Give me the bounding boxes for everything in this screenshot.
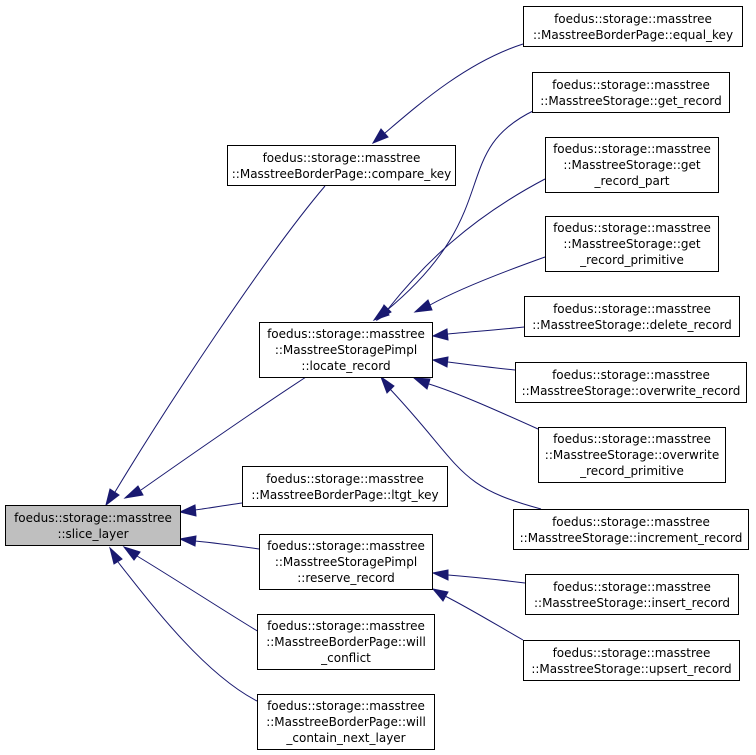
edge-upsert_record-to-reserve_record [431,588,524,641]
node-insert-record-line-1: foedus::storage::masstree [553,579,711,594]
node-equal-key-line-1: foedus::storage::masstree [554,11,712,26]
node-get-record-part-line-1: foedus::storage::masstree [553,142,711,156]
node-locate-record-line-3: ::locate_record [301,359,391,373]
node-will-contain-next-layer[interactable]: foedus::storage::masstree ::MasstreeBord… [257,694,435,750]
node-overwrite-record[interactable]: foedus::storage::masstree ::MasstreeStor… [515,362,747,403]
node-increment-record-line-2: ::MasstreeStorage::increment_record [519,530,743,545]
node-will-conflict-line-2: ::MasstreeBorderPage::will [266,635,426,649]
node-overwrite-record-line-1: foedus::storage::masstree [552,367,710,382]
node-reserve-record-line-2: ::MasstreeStoragePimpl [274,555,418,569]
node-get-record[interactable]: foedus::storage::masstree ::MasstreeStor… [532,72,730,113]
node-compare-key-line-1: foedus::storage::masstree [262,150,421,165]
node-will-conflict-line-3: _conflict [321,651,371,665]
node-insert-record[interactable]: foedus::storage::masstree ::MasstreeStor… [525,574,739,615]
node-delete-record-line-2: ::MasstreeStorage::delete_record [532,317,732,332]
node-compare-key[interactable]: foedus::storage::masstree ::MasstreeBord… [227,145,456,186]
edge-equal_key-to-compare_key [371,43,524,144]
node-locate-record[interactable]: foedus::storage::masstree ::MasstreeStor… [259,322,433,378]
node-locate-record-line-1: foedus::storage::masstree [267,327,425,341]
edge-delete_record-to-locate_record [431,326,525,341]
node-insert-record-line-2: ::MasstreeStorage::insert_record [533,595,731,610]
node-get-record-part-line-2: ::MasstreeStorage::get [563,158,701,172]
node-ltgt-key-line-1: foedus::storage::masstree [266,471,424,486]
node-reserve-record-line-1: foedus::storage::masstree [267,539,425,553]
edge-overwrite_record_primitive-to-locate_record [412,377,539,430]
node-get-record-primitive-line-3: _record_primitive [580,253,684,267]
node-will-contain-next-layer-line-3: _contain_next_layer [286,731,406,745]
node-reserve-record-line-3: ::reserve_record [297,571,395,585]
node-overwrite-record-primitive[interactable]: foedus::storage::masstree ::MasstreeStor… [538,427,726,483]
node-get-record-part[interactable]: foedus::storage::masstree ::MasstreeStor… [545,137,719,193]
node-overwrite-record-primitive-line-2: ::MasstreeStorage::overwrite [544,448,720,462]
edge-locate_record-to-slice_layer [123,376,307,499]
edge-increment_record-to-locate_record [379,375,542,510]
edge-overwrite_record-to-locate_record [431,356,516,371]
node-slice-layer-line-1: foedus::storage::masstree [14,510,172,525]
node-will-conflict[interactable]: foedus::storage::masstree ::MasstreeBord… [257,614,435,670]
node-slice-layer-line-2: ::slice_layer [57,526,129,541]
node-upsert-record-line-1: foedus::storage::masstree [552,645,711,660]
edge-get_record_part-to-locate_record [375,178,546,322]
node-ltgt-key[interactable]: foedus::storage::masstree ::MasstreeBord… [242,466,448,507]
node-will-contain-next-layer-line-1: foedus::storage::masstree [267,699,425,713]
node-delete-record-line-1: foedus::storage::masstree [553,301,711,316]
node-get-record-line-1: foedus::storage::masstree [552,77,710,92]
node-will-conflict-line-1: foedus::storage::masstree [267,619,425,633]
edge-insert_record-to-reserve_record [431,569,526,584]
node-ltgt-key-line-2: ::MasstreeBorderPage::ltgt_key [251,487,439,502]
node-get-record-line-2: ::MasstreeStorage::get_record [540,93,722,108]
edge-will_conflict-to-slice_layer [122,546,260,633]
node-upsert-record[interactable]: foedus::storage::masstree ::MasstreeStor… [523,640,740,681]
node-get-record-primitive-line-1: foedus::storage::masstree [553,221,711,235]
node-slice-layer: foedus::storage::masstree ::slice_layer [5,505,181,546]
node-get-record-part-line-3: _record_part [594,174,670,188]
node-increment-record[interactable]: foedus::storage::masstree ::MasstreeStor… [513,509,749,550]
node-overwrite-record-primitive-line-1: foedus::storage::masstree [553,432,711,446]
node-delete-record[interactable]: foedus::storage::masstree ::MasstreeStor… [524,296,740,337]
node-equal-key-line-2: ::MasstreeBorderPage::equal_key [532,27,734,42]
node-compare-key-line-2: ::MasstreeBorderPage::compare_key [231,166,452,181]
edge-will_contain_next_layer-to-slice_layer [109,546,258,702]
edge-get_record-to-locate_record [372,109,536,321]
node-overwrite-record-line-2: ::MasstreeStorage::overwrite_record [521,383,741,398]
edge-get_record_primitive-to-locate_record [413,256,546,313]
node-locate-record-line-2: ::MasstreeStoragePimpl [274,343,418,357]
node-overwrite-record-primitive-line-3: _record_primitive [580,464,684,478]
node-upsert-record-line-2: ::MasstreeStorage::upsert_record [531,661,732,676]
node-get-record-primitive[interactable]: foedus::storage::masstree ::MasstreeStor… [545,216,719,272]
edge-ltgt_key-to-slice_layer [178,502,243,517]
node-get-record-primitive-line-2: ::MasstreeStorage::get [563,237,701,251]
edge-reserve_record-to-slice_layer [178,535,260,550]
node-reserve-record[interactable]: foedus::storage::masstree ::MasstreeStor… [259,534,433,590]
edge-compare_key-to-slice_layer [105,185,326,507]
node-will-contain-next-layer-line-2: ::MasstreeBorderPage::will [266,715,426,729]
node-equal-key[interactable]: foedus::storage::masstree ::MasstreeBord… [523,6,743,47]
node-increment-record-line-1: foedus::storage::masstree [552,514,710,529]
